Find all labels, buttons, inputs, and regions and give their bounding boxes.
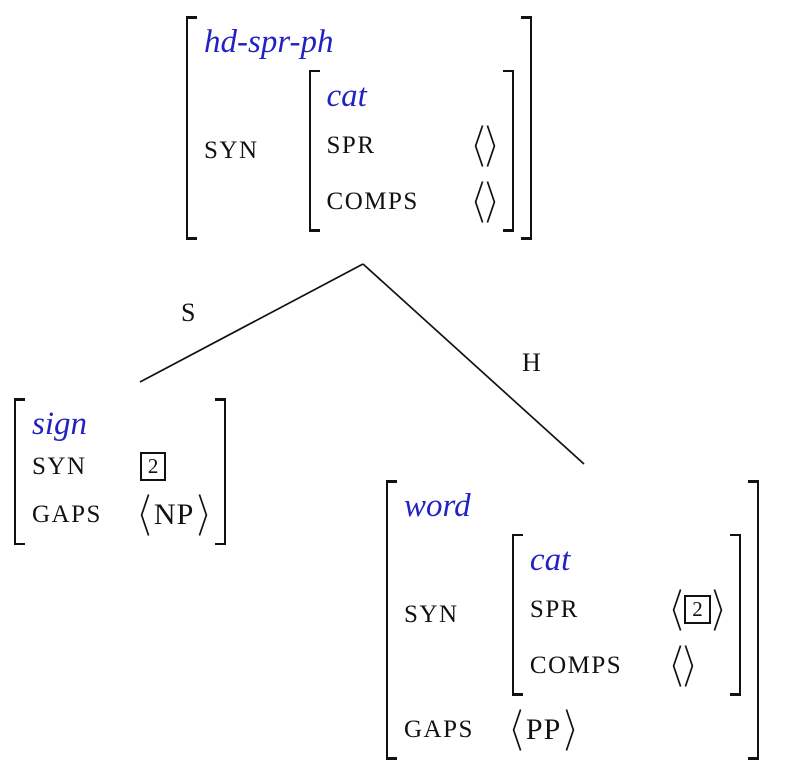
gaps-list-value: PP xyxy=(512,708,575,752)
attr-syn: SYN xyxy=(32,452,87,480)
edge-specifier xyxy=(139,263,364,383)
left-bracket-icon xyxy=(14,398,25,546)
left-bracket-icon xyxy=(308,69,320,232)
avm-rows: SYN 2 GAPS NP xyxy=(32,451,208,537)
avm-rows: SPR COMPS xyxy=(327,124,496,224)
left-bracket-icon xyxy=(186,16,197,240)
spr-list-value: 2 xyxy=(672,588,723,632)
attr-comps: COMPS xyxy=(529,652,623,680)
right-bracket-icon xyxy=(729,533,741,696)
left-bracket-icon xyxy=(386,480,397,760)
langle-icon xyxy=(474,180,484,224)
avm-specifier-daughter: sign SYN 2 GAPS NP xyxy=(14,398,227,546)
avm-type-label: cat xyxy=(529,541,571,578)
right-bracket-icon xyxy=(520,16,532,240)
avm-mother: hd-spr-ph SYN cat SPR COMPS xyxy=(186,16,532,240)
attr-gaps: GAPS xyxy=(32,501,102,529)
tag-box-2: 2 xyxy=(139,451,167,482)
edge-head xyxy=(362,263,585,465)
langle-icon xyxy=(474,124,484,168)
attr-syn: SYN xyxy=(404,601,459,629)
attr-syn: SYN xyxy=(204,137,259,165)
gaps-list-value: NP xyxy=(140,493,208,537)
right-bracket-icon xyxy=(502,69,514,232)
empty-list-value xyxy=(474,180,496,224)
rangle-icon xyxy=(198,493,208,537)
rangle-icon xyxy=(486,180,496,224)
edge-label-head: H xyxy=(522,348,541,377)
left-bracket-icon xyxy=(511,533,523,696)
langle-icon xyxy=(672,588,682,632)
attr-spr: SPR xyxy=(326,132,376,160)
right-bracket-icon xyxy=(215,398,227,546)
tag-box-2: 2 xyxy=(684,595,711,625)
avm-mother-syn-value: cat SPR COMPS xyxy=(308,69,514,232)
empty-list-value xyxy=(672,644,694,688)
rangle-icon xyxy=(684,644,694,688)
rangle-icon xyxy=(486,124,496,168)
right-bracket-icon xyxy=(747,480,759,760)
avm-head-daughter: word SYN cat SPR 2 CO xyxy=(386,480,759,760)
avm-rows: SYN cat SPR COMPS xyxy=(204,69,514,232)
empty-list-value xyxy=(474,124,496,168)
rangle-icon xyxy=(565,708,575,752)
attr-spr: SPR xyxy=(529,596,579,624)
avm-type-label: cat xyxy=(326,77,367,114)
list-item-label: NP xyxy=(153,498,195,532)
langle-icon xyxy=(140,493,150,537)
avm-rows: SPR 2 COMPS xyxy=(530,588,723,688)
avm-head-syn-value: cat SPR 2 COMPS xyxy=(511,533,741,696)
list-item-label: PP xyxy=(525,712,562,746)
avm-rows: SYN cat SPR 2 COMPS xyxy=(404,533,741,752)
langle-icon xyxy=(672,644,682,688)
avm-type-label: hd-spr-ph xyxy=(204,24,334,60)
langle-icon xyxy=(512,708,522,752)
avm-type-label: word xyxy=(404,488,471,524)
attr-gaps: GAPS xyxy=(404,716,474,744)
edge-label-specifier: S xyxy=(181,298,196,327)
rangle-icon xyxy=(713,588,722,632)
attr-comps: COMPS xyxy=(326,188,419,216)
avm-type-label: sign xyxy=(32,406,88,442)
